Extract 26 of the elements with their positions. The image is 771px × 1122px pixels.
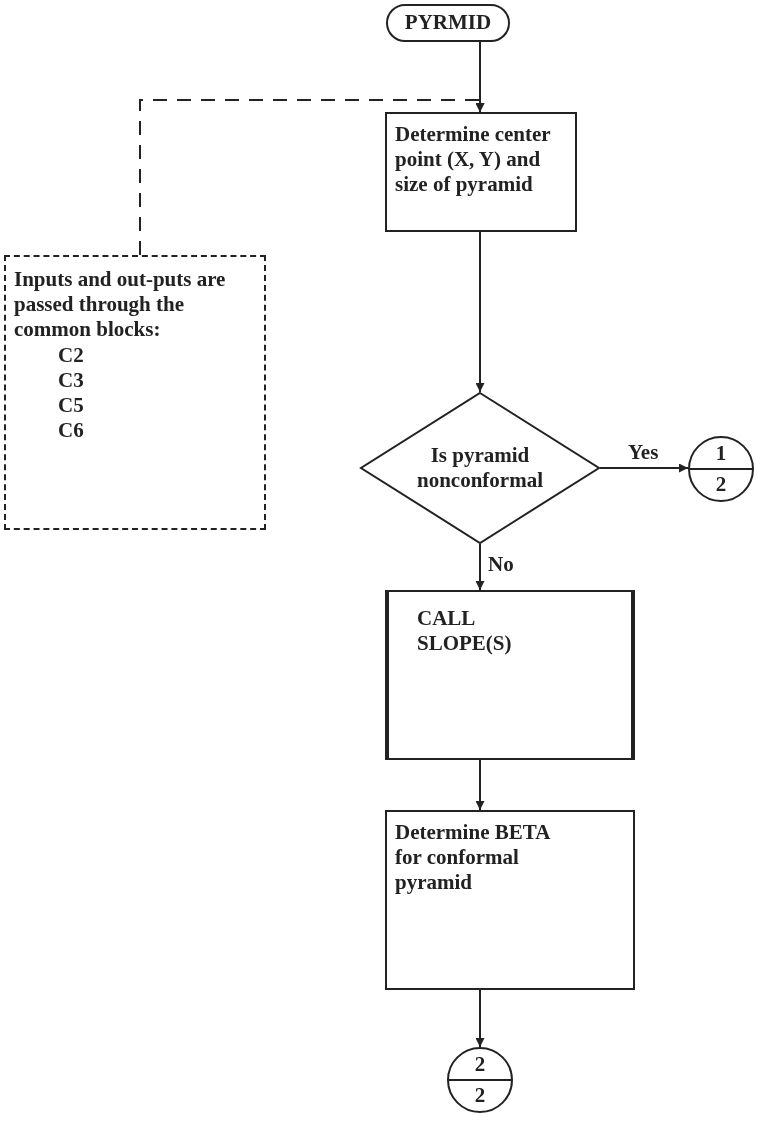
process-box [385, 810, 635, 990]
process-box [385, 112, 577, 232]
connector-label: 2 [474, 1083, 486, 1109]
node-text: Determine center point (X, Y) and size of pyramid [395, 122, 552, 198]
arrow [599, 463, 689, 473]
arrow [475, 759, 485, 811]
common-block-name: C2 [57, 342, 85, 368]
node-text: Inputs and out-puts are passed through the common blocks: [14, 267, 227, 343]
note-box [4, 255, 266, 530]
node-text: Determine BETA for conformal pyramid [395, 820, 551, 896]
arrow [475, 989, 485, 1048]
node-text: Is pyramid nonconformal [416, 442, 544, 494]
arrow [475, 231, 485, 393]
common-block-name: C3 [57, 367, 85, 393]
connector-label: 2 [474, 1051, 486, 1077]
terminal-box [386, 4, 510, 42]
arrow [475, 543, 485, 591]
decision-diamond [360, 392, 600, 544]
connector-label: 1 [715, 440, 727, 466]
dashed-arrow [139, 99, 485, 256]
node-text: PYRMID [404, 10, 492, 36]
predefined-process-box [385, 590, 635, 760]
connector-label: 2 [715, 472, 727, 498]
node-text: CALL SLOPE(S) [417, 606, 513, 657]
common-block-name: C5 [57, 392, 85, 419]
common-block-name: C6 [57, 418, 85, 444]
